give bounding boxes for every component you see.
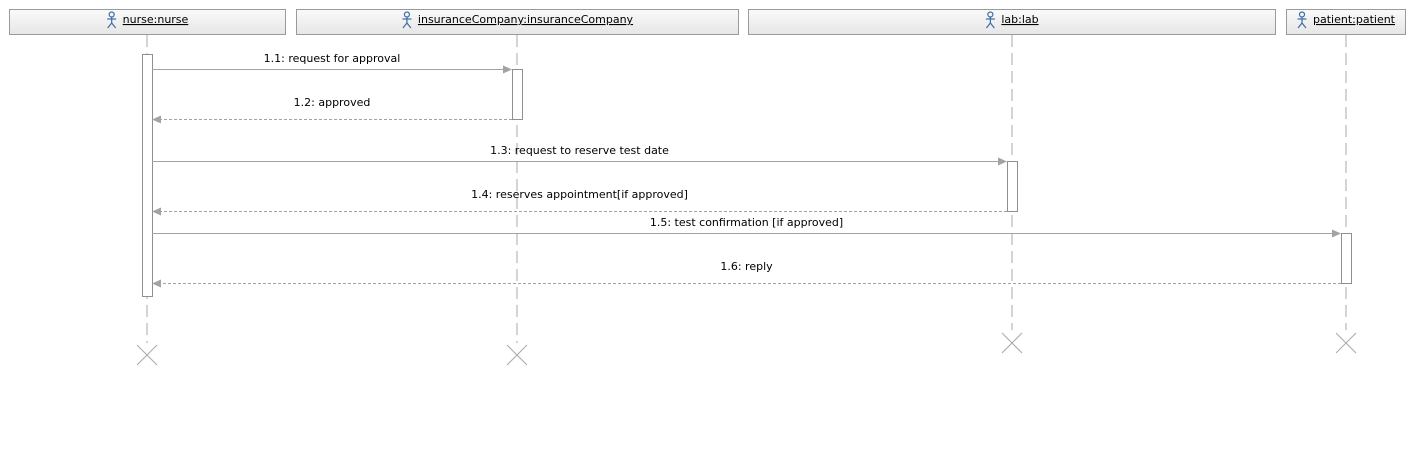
lifeline-label-lab: lab:lab (1001, 13, 1038, 26)
activation-bar-insurance (512, 69, 523, 120)
destroy-mark-lab (1001, 332, 1023, 354)
message-label: 1.2: approved (294, 96, 371, 109)
actor-icon (985, 11, 995, 29)
arrowhead (503, 65, 512, 74)
destroy-mark-patient (1335, 332, 1357, 354)
message-1[interactable]: 1.1: request for approval (152, 52, 512, 74)
message-6[interactable]: 1.6: reply (152, 260, 1341, 288)
arrowhead (152, 115, 161, 124)
activation-bar-nurse (142, 54, 153, 297)
actor-icon (402, 11, 412, 29)
message-5[interactable]: 1.5: test confirmation [if approved] (152, 216, 1341, 238)
lifeline-header-insurance[interactable]: insuranceCompany:insuranceCompany (296, 9, 739, 35)
lifeline-label-insurance: insuranceCompany:insuranceCompany (418, 13, 634, 26)
destroy-mark-nurse (136, 344, 158, 366)
actor-icon (1297, 11, 1307, 29)
message-3[interactable]: 1.3: request to reserve test date (152, 144, 1007, 166)
arrowhead (152, 279, 161, 288)
arrowhead (152, 207, 161, 216)
lifeline-label-patient: patient:patient (1313, 13, 1396, 26)
message-label: 1.4: reserves appointment[if approved] (471, 188, 688, 201)
lifeline-header-lab[interactable]: lab:lab (748, 9, 1276, 35)
message-label: 1.1: request for approval (264, 52, 401, 65)
destroy-mark-insurance (506, 344, 528, 366)
lifeline-header-nurse[interactable]: nurse:nurse (9, 9, 286, 35)
message-label: 1.6: reply (720, 260, 773, 273)
lifeline-header-patient[interactable]: patient:patient (1286, 9, 1406, 35)
message-label: 1.5: test confirmation [if approved] (650, 216, 843, 229)
actor-icon (107, 11, 117, 29)
message-label: 1.3: request to reserve test date (490, 144, 669, 157)
activation-bar-patient (1341, 233, 1352, 284)
lifeline-label-nurse: nurse:nurse (123, 13, 189, 26)
arrowhead (998, 157, 1007, 166)
message-4[interactable]: 1.4: reserves appointment[if approved] (152, 188, 1007, 216)
activation-bar-lab (1007, 161, 1018, 212)
arrowhead (1332, 229, 1341, 238)
message-2[interactable]: 1.2: approved (152, 96, 512, 124)
